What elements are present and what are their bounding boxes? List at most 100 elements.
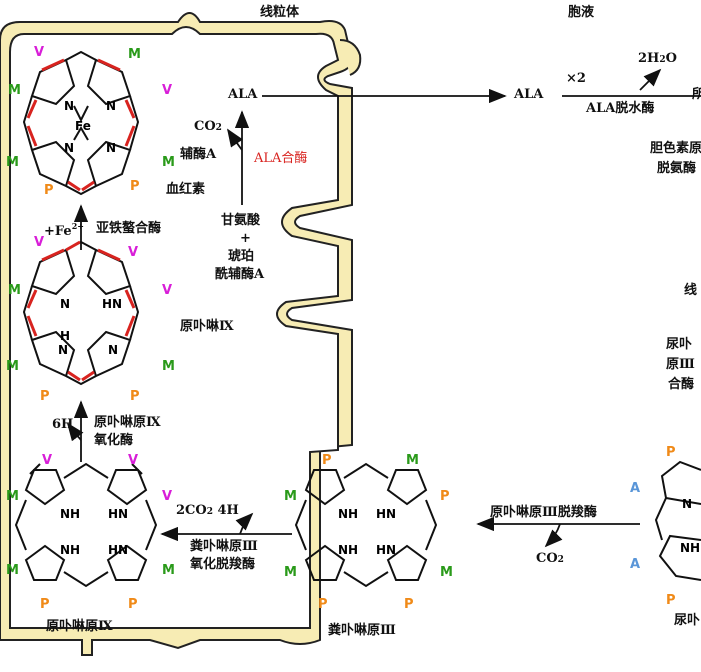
protogen-m-1: M — [6, 489, 19, 504]
protogen-v-1: V — [42, 453, 53, 468]
ala-cyto-label: ALA — [514, 87, 544, 102]
urogen-p-2: P — [666, 593, 676, 608]
heme-double-bonds — [26, 58, 136, 192]
plus-sign: + — [240, 231, 251, 246]
protogen-nh-1: NH — [60, 507, 81, 521]
heme-n-2: N — [106, 99, 117, 113]
proto-oxidase-label-1: 原卟啉原Ⅸ — [94, 415, 161, 430]
coprogen-nh-2: NH — [338, 543, 359, 557]
heme-m-2: M — [8, 83, 21, 98]
fe2-label: +Fe2+ — [44, 221, 84, 239]
proto-p-2: P — [130, 389, 140, 404]
proto-v-1: V — [34, 235, 45, 250]
protogen-hn-1: HN — [108, 507, 129, 521]
heme-m-3: M — [6, 155, 19, 170]
urogen-n-1: N — [682, 497, 693, 511]
copro-oxidase-label-1: 粪卟啉原Ⅲ — [190, 539, 258, 554]
coproporphyrinogen-molecule — [294, 462, 438, 588]
heme-m-4: M — [162, 155, 175, 170]
ala-mito-label: ALA — [228, 87, 258, 102]
coprogen-hn-1: HN — [376, 507, 397, 521]
heme-molecule — [22, 50, 140, 196]
heme-p-2: P — [130, 179, 140, 194]
six-h-label: 6H — [52, 417, 74, 432]
heme-v-2: V — [162, 83, 173, 98]
urogen-a-1: A — [630, 481, 641, 496]
pbg-deaminase-label-2: 脱氨酶 — [657, 161, 697, 176]
urogen-a-2: A — [630, 557, 641, 572]
mitochondrion-membrane — [0, 12, 354, 656]
heme-n-4: N — [106, 141, 117, 155]
proto-v-2: V — [128, 245, 139, 260]
protogen-p-2: P — [128, 597, 138, 612]
protogen-hn-2: HN — [108, 543, 129, 557]
mitochondrion-label: 线粒体 — [260, 5, 300, 20]
proto-m-1: M — [8, 283, 21, 298]
uro-synthase-label-3: 合酶 — [668, 377, 695, 392]
pbg-deaminase-label-1: 胆色素原 — [650, 141, 701, 156]
protoporphyrin-double-bonds — [26, 240, 136, 382]
coprogen-p-1: P — [322, 453, 332, 468]
proto-n-2: N — [108, 343, 119, 357]
ferrochelatase-label: 亚铁螯合酶 — [96, 221, 162, 236]
protogen-m-2: M — [6, 563, 19, 578]
coprogen-m-1: M — [406, 453, 419, 468]
proto-m-3: M — [162, 359, 175, 374]
cytosol-label: 胞液 — [568, 5, 595, 20]
proto-nh: N — [58, 343, 69, 357]
water-label: 2H2O — [638, 51, 677, 66]
succinyl-label-1: 琥珀 — [228, 249, 255, 264]
proto-m-2: M — [6, 359, 19, 374]
proto-hn: HN — [102, 297, 123, 311]
urogen-nh: NH — [680, 541, 701, 555]
heme-fe-atom: Fe — [75, 119, 91, 133]
coprogen-m-2: M — [284, 489, 297, 504]
protogen-p-1: P — [40, 597, 50, 612]
coprogen-nh-1: NH — [338, 507, 359, 521]
ala-dehydratase-label: ALA脱水酶 — [586, 101, 655, 116]
coprogen-m-3: M — [284, 565, 297, 580]
protogen-v-2: V — [128, 453, 139, 468]
times-two-label: ×2 — [566, 71, 586, 86]
cut-text-xian: 线 — [684, 283, 698, 298]
urogen-p-1: P — [666, 445, 676, 460]
copro-oxidase-label-2: 氧化脱羧酶 — [190, 557, 256, 572]
cut-text-p: 所 — [692, 87, 701, 102]
succinyl-label-2: 酰辅酶A — [215, 267, 265, 282]
coa-product-label: 辅酶A — [180, 147, 217, 162]
protogen-nh-2: NH — [60, 543, 81, 557]
coprogen-hn-2: HN — [376, 543, 397, 557]
protoporphyrinogen-label: 原卟啉原Ⅸ — [46, 619, 113, 634]
coprogen-p-3: P — [318, 597, 328, 612]
glycine-label: 甘氨酸 — [221, 213, 261, 228]
heme-n-1: N — [64, 99, 75, 113]
heme-n-3: N — [64, 141, 75, 155]
uroporphyrinogen-label-cut: 尿卟 — [674, 613, 701, 628]
co2-product-2: CO2 — [536, 551, 564, 566]
heme-m-1: M — [128, 47, 141, 62]
arrows — [66, 68, 701, 548]
coprogen-m-4: M — [440, 565, 453, 580]
heme-v-1: V — [34, 45, 45, 60]
protoporphyrin-label: 原卟啉Ⅸ — [180, 319, 234, 334]
coproporphyrinogen-label: 粪卟啉原Ⅲ — [328, 623, 396, 638]
uro-synthase-label-1: 尿卟 — [666, 337, 693, 352]
heme-label: 血红素 — [166, 182, 206, 197]
protogen-m-3: M — [162, 563, 175, 578]
proto-v-3: V — [162, 283, 173, 298]
heme-p-1: P — [44, 183, 54, 198]
proto-n-1: N — [60, 297, 71, 311]
uro-decarboxylase-label: 原卟啉原Ⅲ脱羧酶 — [490, 505, 597, 520]
coprogen-p-2: P — [440, 489, 450, 504]
proto-oxidase-label-2: 氧化酶 — [94, 433, 134, 448]
ala-synthase-label: ALA合酶 — [254, 151, 308, 166]
proto-p-1: P — [40, 389, 50, 404]
protogen-v-3: V — [162, 489, 173, 504]
co2-4h-label: 2CO2 4H — [176, 503, 239, 518]
protoporphyrinogen-molecule — [14, 462, 158, 588]
uroporphyrinogen-partial-molecule — [654, 460, 701, 581]
uro-synthase-label-2: 原Ⅲ — [666, 357, 695, 372]
co2-product-1: CO2 — [194, 119, 222, 134]
